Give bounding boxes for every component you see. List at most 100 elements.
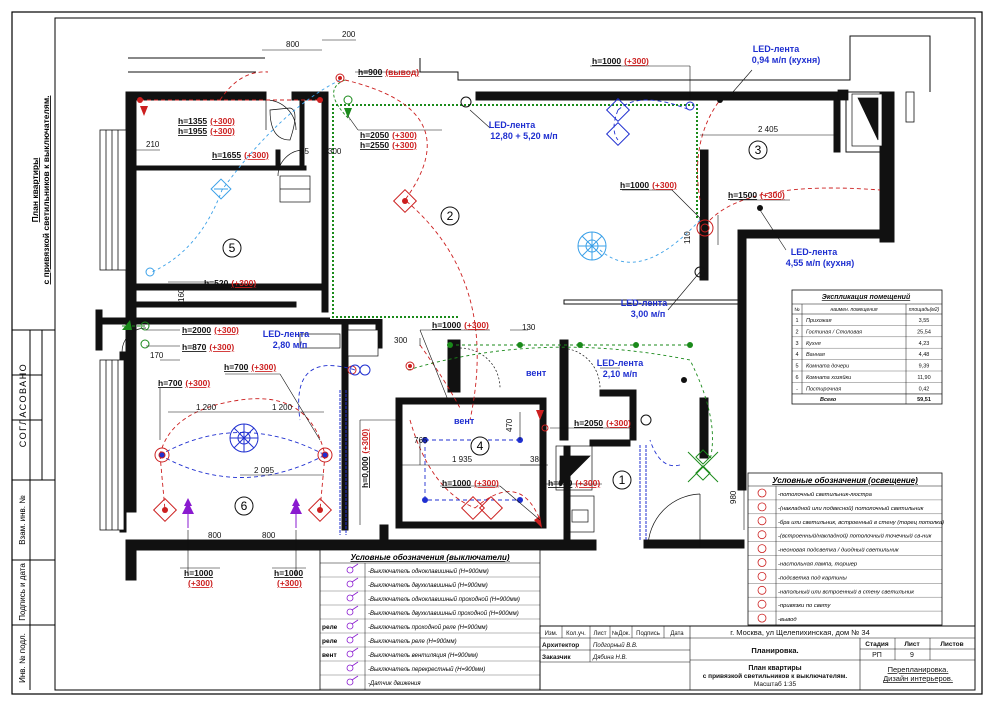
svg-text:h=2550(+300): h=2550(+300) <box>360 140 417 150</box>
height-h1000-c: h=1000 <box>432 320 461 330</box>
light-legend-icon <box>757 544 767 553</box>
led2-name: LED-лента <box>753 44 800 54</box>
svg-text:-Выключатель проходной реле (Н: -Выключатель проходной реле (Н=900мм) <box>368 624 488 631</box>
svg-text:h=1000: h=1000 <box>274 568 303 578</box>
svg-text:h=870(+300): h=870(+300) <box>182 342 234 352</box>
room-number-2: 2 <box>440 206 460 226</box>
side-title: План квартиры с привязкой светильников к… <box>18 96 51 683</box>
svg-text:(+300): (+300) <box>188 578 213 588</box>
svg-text:h=1355(+300): h=1355(+300) <box>178 116 235 126</box>
doors <box>121 99 701 549</box>
svg-text:№Док.: №Док. <box>612 630 631 637</box>
svg-text:площадь(м2): площадь(м2) <box>909 307 940 313</box>
svg-text:2: 2 <box>447 209 454 223</box>
vent-label-1: вент <box>526 368 547 378</box>
height-h1000-br: h=1000 <box>274 568 303 578</box>
legend-lighting-row: -бра или светильник, встроенный в стену … <box>757 516 944 526</box>
svg-text:4: 4 <box>477 439 484 453</box>
arrow-icon <box>140 106 544 528</box>
company-line1: Перепланировка. <box>888 665 949 674</box>
dim-800-br: 800 <box>262 531 276 540</box>
dim-160: 160 <box>177 288 186 302</box>
svg-text:h=700(+300): h=700(+300) <box>224 362 276 372</box>
dim-385: 385 <box>530 455 544 464</box>
legend-lighting-row: -подсветка под картины <box>757 572 848 581</box>
svg-text:h=2050(+300): h=2050(+300) <box>574 418 631 428</box>
svg-text:-Выключатель вентиляция (Н=90: -Выключатель вентиляция (Н=900мм) <box>368 653 478 659</box>
svg-text:Листов: Листов <box>940 641 963 648</box>
height-h1500: h=1500 <box>728 190 757 200</box>
switch-legend-icon <box>346 633 359 644</box>
svg-text:3,55: 3,55 <box>919 318 930 324</box>
height-h1955: h=1955 <box>178 126 207 136</box>
svg-text:№: № <box>794 307 799 313</box>
height-h1000-bl: h=1000 <box>184 568 213 578</box>
legend-lighting-row: -неоновая подсветка / диодный светильник <box>757 544 899 554</box>
height-h630: h=630 <box>548 478 573 488</box>
legend-switch-row: реле-Выключатель реле (Н=900мм) <box>322 633 457 645</box>
title-address: г. Москва, ул Щелепихинская, дом № 34 <box>730 628 870 637</box>
fixtures <box>269 93 883 533</box>
chandelier-icon <box>577 231 607 261</box>
height-h0: h=0,000 <box>360 456 370 488</box>
dim-2405: 2 405 <box>758 125 779 134</box>
svg-text:Стадия: Стадия <box>865 641 889 648</box>
light-legend-icon <box>757 516 767 526</box>
legend-lighting-row: -(накладной или подвесной) потолочный св… <box>757 502 924 512</box>
title-drawing-2: с привязкой светильников к выключателям. <box>703 672 848 680</box>
svg-text:-подсветка под картины: -подсветка под картины <box>778 575 848 581</box>
dimension-labels: 800 200 210 75 300 160 170 300 130 1 200… <box>146 30 779 540</box>
legend-switch-row: -Выключатель одноклавишный (Н=900мм) <box>346 563 489 575</box>
svg-text:Постирочная: Постирочная <box>806 386 841 392</box>
svg-text:6: 6 <box>795 375 798 381</box>
light-legend-icon <box>757 599 767 609</box>
room-numbers: 1 2 3 4 5 6 <box>222 140 768 516</box>
legend-switch-row: -Выключатель одноклавишный проходной (Н=… <box>346 591 520 603</box>
light-legend-icon <box>757 530 767 540</box>
svg-text:25,54: 25,54 <box>917 329 931 335</box>
room-number-6: 6 <box>234 496 254 516</box>
legend-lighting-row: -напольный или встроенный в стену светил… <box>757 585 914 595</box>
legend-switches-title: Условные обозначения (выключатели) <box>350 553 509 562</box>
room-number-4: 4 <box>470 436 490 456</box>
switch-legend-icon <box>346 563 359 574</box>
led3-length: 4,55 м/п (кухня) <box>786 258 854 268</box>
svg-text:вент: вент <box>322 652 337 659</box>
height-h1000-top: h=1000 <box>592 56 621 66</box>
windows <box>99 89 915 531</box>
dim-765: 765 <box>414 436 428 445</box>
svg-text:h=0,000(+300): h=0,000(+300) <box>360 429 370 488</box>
svg-text:h=520(+300): h=520(+300) <box>204 278 256 288</box>
led5-length: 2,80 м/п <box>273 340 308 350</box>
svg-text:5: 5 <box>795 364 798 370</box>
inv-replace-label: Взам. инв. № <box>18 495 27 545</box>
dim-800-top: 800 <box>286 40 300 49</box>
svg-text:РП: РП <box>872 652 882 659</box>
svg-text:-настольная лампа, торшер: -настольная лампа, торшер <box>778 562 858 568</box>
wall-light-icon <box>460 495 504 521</box>
switch-icon <box>349 101 695 376</box>
svg-text:3: 3 <box>755 143 762 157</box>
floor-light-icon <box>182 502 302 528</box>
legend-switch-row: -Выключатель двухклавишный проходной (Н=… <box>346 605 519 617</box>
svg-text:Комната дочери: Комната дочери <box>806 364 849 370</box>
svg-text:11,90: 11,90 <box>917 375 930 381</box>
legend-lighting-row: -привязки по свету <box>757 599 832 609</box>
arrow-icon <box>122 108 352 330</box>
switch-legend-icon <box>346 577 359 588</box>
wall-light-icon <box>392 188 418 214</box>
svg-text:-бра или светильник, встроенны: -бра или светильник, встроенный в стену … <box>778 519 944 526</box>
height-h2000: h=2000 <box>182 325 211 335</box>
led4-length: 3,00 м/п <box>631 309 666 319</box>
svg-text:6: 6 <box>241 499 248 513</box>
svg-text:Заказчик: Заказчик <box>542 654 571 661</box>
svg-text:Подпись: Подпись <box>636 631 660 637</box>
dim-75: 75 <box>300 147 309 156</box>
light-legend-icon <box>757 613 767 623</box>
svg-text:-(встроенный/накладной) потоло: -(встроенный/накладной) потолочный точеч… <box>778 533 932 540</box>
